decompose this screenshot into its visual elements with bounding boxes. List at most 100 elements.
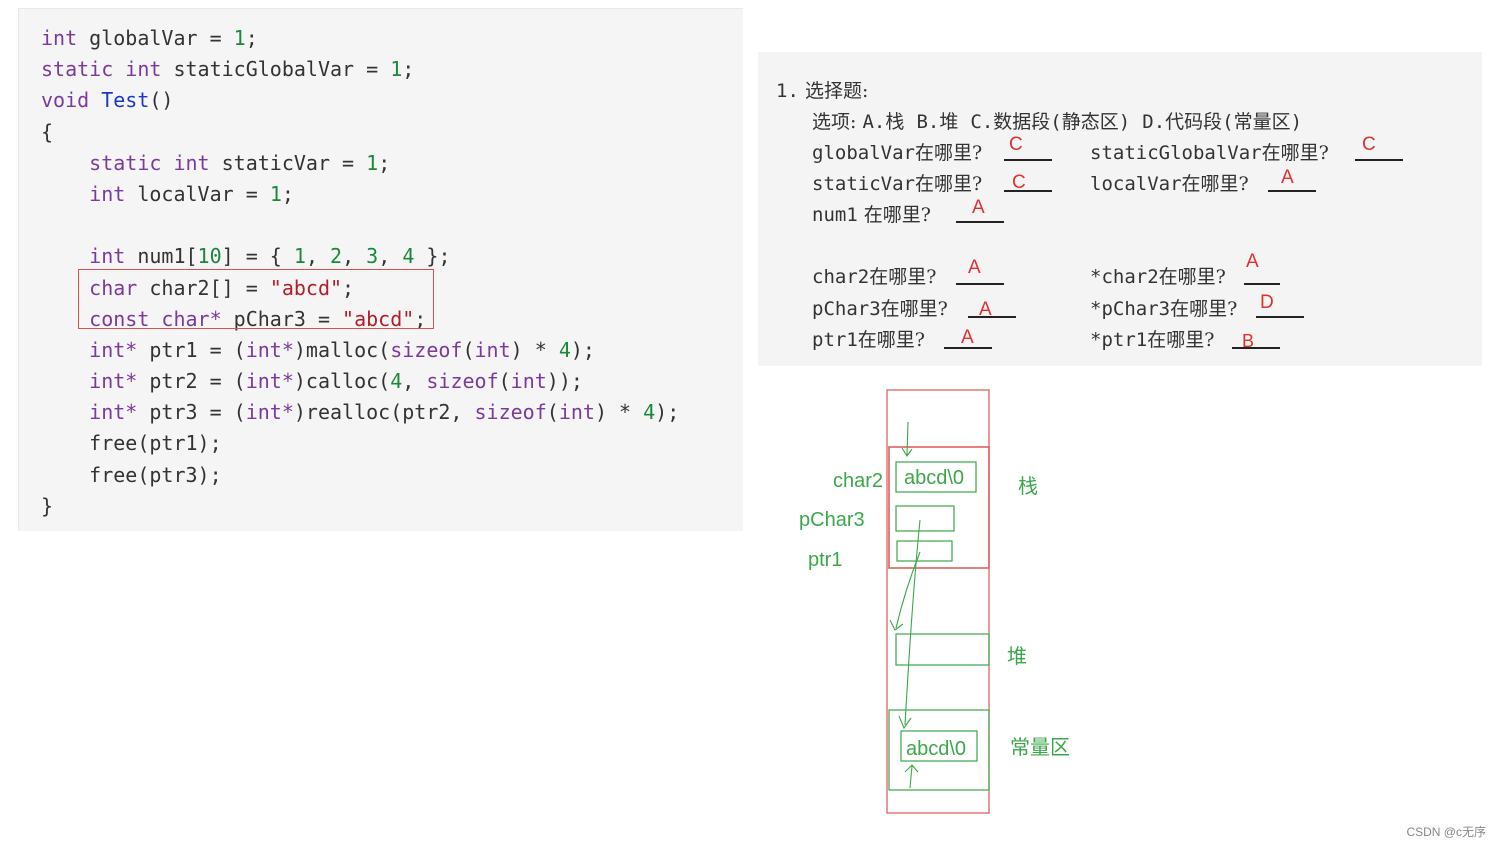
answer-blank	[944, 347, 992, 349]
answer-mark: A	[961, 327, 974, 348]
answer-mark: A	[1281, 167, 1294, 188]
code-token: globalVar	[77, 26, 210, 50]
quiz-item: staticGlobalVar在哪里?	[1090, 141, 1329, 165]
code-token: int	[41, 26, 78, 50]
code-line: int localVar = 1;	[41, 181, 294, 207]
region-label-stack: 栈	[1018, 476, 1038, 498]
answer-mark: A	[1246, 251, 1259, 272]
code-token: ));	[546, 369, 583, 393]
code-token: 10	[197, 244, 222, 268]
quiz-item: globalVar在哪里?	[812, 141, 982, 165]
code-token: staticVar	[209, 151, 343, 175]
code-token: ;	[378, 151, 391, 175]
code-token: 1	[269, 182, 282, 206]
quiz-var: char2	[812, 266, 870, 288]
code-token: 4	[558, 338, 571, 362]
code-token: (	[498, 369, 511, 393]
option-c: C.数据段(静态区)	[970, 111, 1131, 133]
code-token: );	[655, 400, 680, 424]
option-a: A.栈	[862, 111, 905, 133]
quiz-item: staticVar在哪里?	[812, 172, 982, 196]
code-token: ;	[245, 26, 258, 50]
code-token: }	[41, 494, 54, 518]
code-token	[41, 182, 89, 206]
answer-blank	[1004, 190, 1052, 192]
code-token: localVar	[125, 182, 246, 206]
answer-mark: C	[1012, 172, 1026, 193]
answer-mark: A	[968, 257, 981, 278]
code-token: 1	[366, 151, 379, 175]
quiz-item: *pChar3在哪里?	[1090, 297, 1237, 321]
ptr1-cell	[896, 540, 953, 562]
code-token: ;	[281, 182, 294, 206]
code-token: "abcd"	[269, 276, 343, 300]
code-token: int	[474, 338, 511, 362]
code-token: (	[462, 338, 475, 362]
arrow-const-back	[904, 764, 919, 789]
quiz-item: *char2在哪里?	[1090, 265, 1226, 289]
code-token: ,	[305, 244, 331, 268]
code-token: 3	[366, 244, 379, 268]
question-title: 选择题:	[804, 80, 869, 102]
answer-mark: C	[1362, 134, 1376, 155]
question-number: 1.	[776, 80, 799, 102]
code-token: 1	[293, 244, 306, 268]
code-token: ,	[342, 244, 367, 268]
quiz-item: *ptr1在哪里?	[1090, 328, 1214, 352]
var-label-char2: char2	[833, 470, 884, 492]
answer-blank	[1256, 316, 1304, 318]
code-token: int*	[245, 369, 294, 393]
code-token	[89, 88, 101, 112]
code-line: const char* pChar3 = "abcd";	[41, 306, 426, 332]
var-label-ptr1: ptr1	[808, 549, 843, 571]
code-token: int*	[89, 338, 138, 362]
code-token: =	[209, 26, 234, 50]
question-header: 1. 选择题:	[776, 79, 868, 103]
code-token: free(ptr3);	[41, 463, 222, 487]
quiz-var: *ptr1	[1090, 329, 1148, 351]
code-token: (	[546, 400, 559, 424]
code-token: num1[	[125, 244, 198, 268]
quiz-var: staticVar	[812, 173, 915, 195]
answer-blank	[1268, 190, 1316, 192]
code-token: int	[558, 400, 595, 424]
quiz-panel	[758, 52, 1482, 366]
code-line: void Test()	[41, 87, 173, 113]
code-token: ,	[402, 369, 427, 393]
code-token: Test	[101, 88, 150, 112]
var-label-pchar3: pChar3	[799, 509, 865, 531]
quiz-question: 在哪里?	[857, 329, 925, 351]
answer-blank	[1355, 159, 1403, 161]
code-token: ] = {	[221, 244, 294, 268]
quiz-item: num1 在哪里?	[812, 203, 931, 227]
quiz-question: 在哪里?	[1147, 329, 1215, 351]
code-token	[41, 244, 89, 268]
code-token: =	[366, 57, 391, 81]
quiz-var: ptr1	[812, 329, 858, 351]
code-token: 4	[390, 369, 403, 393]
code-token: =	[245, 182, 270, 206]
code-line: }	[41, 493, 53, 519]
answer-blank	[1232, 347, 1280, 349]
code-token: {	[41, 120, 54, 144]
quiz-var: staticGlobalVar	[1090, 142, 1262, 164]
code-line: free(ptr1);	[41, 430, 221, 456]
code-line: {	[41, 119, 53, 145]
quiz-var: localVar	[1090, 173, 1182, 195]
code-token: staticGlobalVar	[161, 57, 367, 81]
quiz-question: 在哪里?	[880, 298, 948, 320]
option-b: B.堆	[916, 111, 959, 133]
options-label: 选项:	[812, 111, 857, 133]
answer-mark: B	[1242, 331, 1255, 351]
code-token: char	[89, 276, 138, 300]
code-token: ;	[414, 307, 427, 331]
code-line: int globalVar = 1;	[41, 25, 258, 51]
quiz-var: num1	[812, 204, 858, 226]
quiz-question: 在哪里?	[914, 173, 983, 195]
answer-blank	[968, 316, 1016, 318]
quiz-question: 在哪里?	[1158, 266, 1226, 288]
code-token: sizeof	[390, 338, 463, 362]
answer-blank	[956, 221, 1004, 223]
highlight-box	[78, 269, 434, 329]
code-token: int*	[245, 400, 294, 424]
